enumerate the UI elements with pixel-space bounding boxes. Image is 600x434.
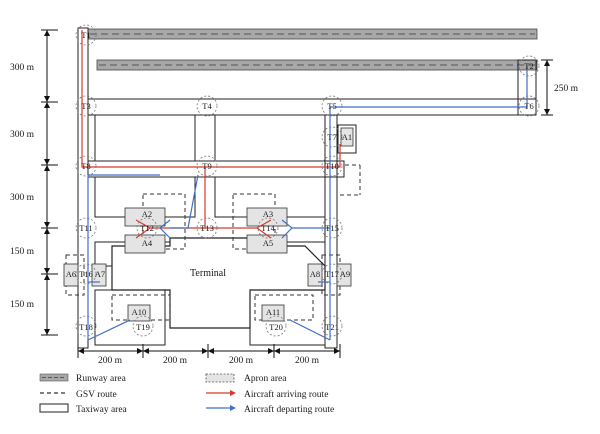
left-dimensions: 300 m 300 m 300 m 150 m 150 m <box>10 29 58 336</box>
node-t11: T11 <box>79 223 92 233</box>
node-t6: T6 <box>524 101 533 111</box>
apron-areas <box>63 127 354 322</box>
dim-left-5: 150 m <box>10 300 35 310</box>
node-circles <box>75 24 540 337</box>
node-t9: T9 <box>202 161 211 171</box>
apron-a3: A3 <box>263 209 273 219</box>
apron-a8-area <box>307 263 323 287</box>
legend-taxiway-label: Taxiway area <box>76 405 128 415</box>
apron-a3-area <box>246 207 288 227</box>
node-t17: T17 <box>325 269 339 279</box>
dim-left-3: 300 m <box>10 193 35 203</box>
node-t20: T20 <box>269 322 283 332</box>
apron-a4-area <box>124 234 166 254</box>
terminal-label: Terminal <box>190 268 226 279</box>
apron-labels: A1 A2 A3 A4 A5 A6 A7 A8 A9 A10 A11 <box>66 132 352 317</box>
dim-right: 250 m <box>554 84 579 94</box>
node-t21: T21 <box>325 322 339 332</box>
node-t3: T3 <box>81 101 90 111</box>
dim-left-2: 300 m <box>10 130 35 140</box>
apron-a4: A4 <box>142 238 153 248</box>
dim-left-1: 300 m <box>10 63 35 73</box>
apron-a5: A5 <box>263 238 273 248</box>
apron-a7-area <box>91 263 107 287</box>
departing-routes <box>87 65 528 341</box>
dim-bottom-1: 200 m <box>98 356 123 366</box>
right-dimension: 250 m <box>541 59 579 116</box>
legend-arriving: Aircraft arriving route <box>206 389 328 400</box>
legend-taxiway-swatch <box>39 403 69 413</box>
dim-bottom-4: 200 m <box>295 356 320 366</box>
apron-a11: A11 <box>266 307 280 317</box>
legend-runway: Runway area <box>39 373 127 384</box>
node-t4: T4 <box>202 101 212 111</box>
node-t15: T15 <box>325 223 339 233</box>
legend-apron-label: Apron area <box>244 374 287 384</box>
node-t12: T12 <box>140 223 154 233</box>
legend: Runway area GSV route Taxiway area Apron… <box>39 373 334 415</box>
runways <box>87 28 538 71</box>
node-t8: T8 <box>81 161 90 171</box>
legend-runway-label: Runway area <box>76 374 127 384</box>
node-t16: T16 <box>79 269 93 279</box>
legend-gsv: GSV route <box>40 390 117 400</box>
node-t19: T19 <box>136 322 150 332</box>
dim-left-4: 150 m <box>10 247 35 257</box>
legend-departing-label: Aircraft departing route <box>244 404 334 415</box>
apron-a10-area <box>127 304 151 322</box>
node-t14: T14 <box>261 223 275 233</box>
node-t5: T5 <box>327 101 336 111</box>
apron-a2: A2 <box>142 209 152 219</box>
apron-a2-area <box>124 207 166 227</box>
apron-a8: A8 <box>310 269 320 279</box>
legend-arriving-label: Aircraft arriving route <box>244 389 328 400</box>
node-t7: T7 <box>327 132 336 142</box>
apron-a1: A1 <box>342 132 352 142</box>
taxiway-network <box>77 27 537 349</box>
dim-bottom-2: 200 m <box>163 356 188 366</box>
apron-a9: A9 <box>340 269 350 279</box>
legend-gsv-label: GSV route <box>76 390 117 400</box>
node-labels: T1 T2 T3 T4 T5 T6 T7 T8 T9 T10 T11 T12 T… <box>79 30 534 332</box>
node-t2: T2 <box>524 61 533 71</box>
legend-departing: Aircraft departing route <box>206 404 334 415</box>
bottom-dimensions: 200 m 200 m 200 m 200 m <box>77 344 341 366</box>
node-t1: T1 <box>81 30 90 40</box>
dim-bottom-3: 200 m <box>229 356 254 366</box>
apron-a1-area <box>340 127 354 147</box>
node-t10: T10 <box>325 161 339 171</box>
legend-apron: Apron area <box>205 373 287 384</box>
apron-a11-area <box>261 304 285 322</box>
legend-apron-swatch <box>205 373 235 383</box>
legend-taxiway: Taxiway area <box>39 403 128 415</box>
arriving-routes <box>81 30 341 239</box>
apron-a6-area <box>63 263 79 287</box>
apron-a10: A10 <box>132 307 147 317</box>
apron-a6: A6 <box>66 269 76 279</box>
apron-a7: A7 <box>95 269 105 279</box>
runway-second <box>96 59 538 71</box>
node-t18: T18 <box>79 322 93 332</box>
node-t13: T13 <box>200 223 214 233</box>
